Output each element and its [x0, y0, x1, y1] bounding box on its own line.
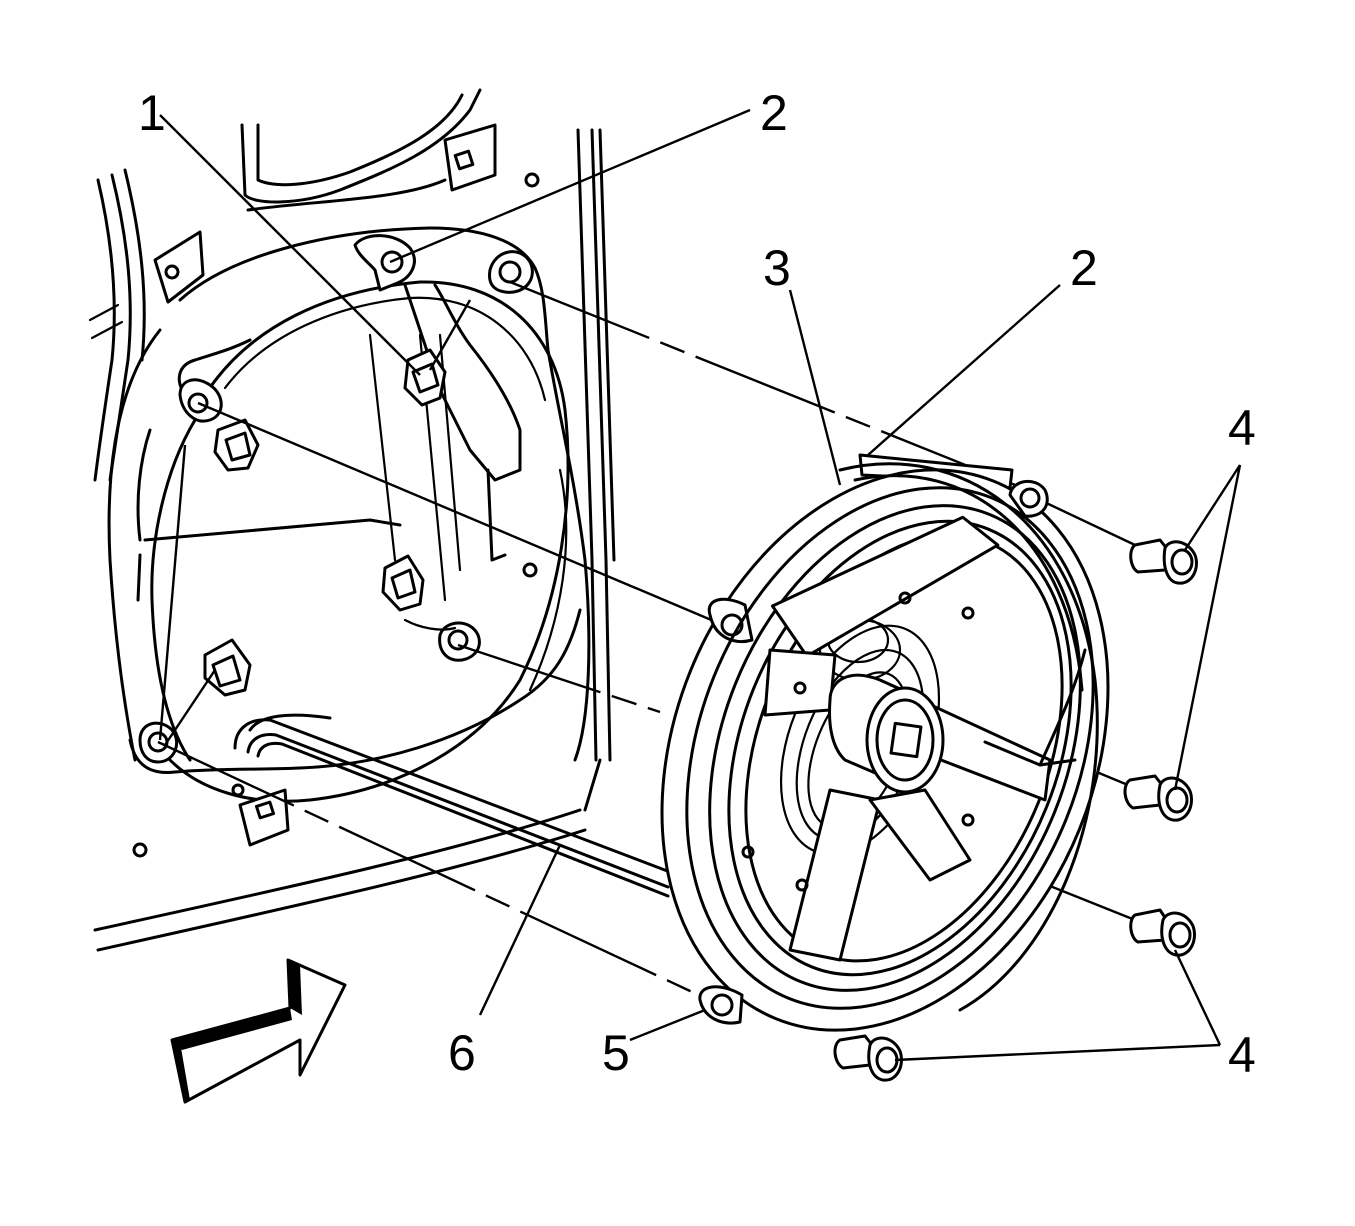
clip-upper	[403, 348, 447, 407]
clip-middle	[381, 554, 425, 612]
callout-1: 1	[138, 85, 166, 141]
bolt-middle-right	[1123, 774, 1193, 822]
speaker-assembly	[660, 453, 1110, 1032]
retainer-clips	[203, 348, 457, 697]
callout-6: 6	[448, 1025, 476, 1081]
bolt-lower-center	[833, 1034, 903, 1082]
view-direction-arrow	[170, 958, 347, 1104]
callout-4-lower: 4	[1228, 1027, 1256, 1083]
wiring-harness	[233, 718, 672, 898]
callout-4-upper: 4	[1228, 400, 1256, 456]
door-inner-panel	[88, 88, 616, 952]
callout-2-top: 2	[760, 85, 788, 141]
bolt-lower-right	[1129, 908, 1196, 957]
callout-2-right: 2	[1070, 240, 1098, 296]
clip-left	[213, 418, 260, 472]
bolt-upper-right	[1129, 538, 1198, 585]
callout-3: 3	[763, 240, 791, 296]
callout-5: 5	[602, 1025, 630, 1081]
clip-lower	[203, 638, 252, 697]
callout-leaders	[158, 108, 1242, 1062]
